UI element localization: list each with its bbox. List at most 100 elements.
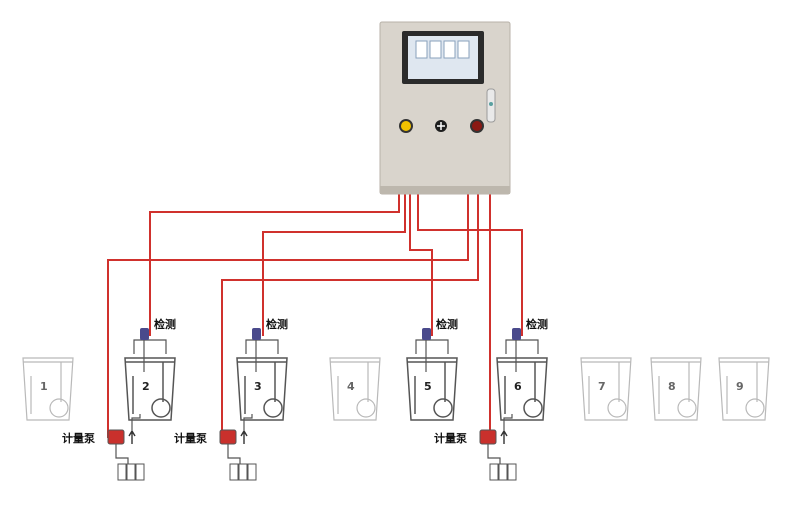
chemical-drum-icon	[507, 463, 517, 481]
impeller-icon	[356, 398, 376, 418]
selector-switch-knob-icon	[437, 122, 445, 130]
tank-3: 3	[236, 357, 288, 421]
cable-pump-3	[221, 194, 479, 438]
tank-5: 5	[406, 357, 458, 421]
tank-body	[718, 357, 770, 421]
screen-tile	[415, 40, 428, 59]
sensor-label: 检测	[154, 317, 176, 331]
screen-tile	[457, 40, 470, 59]
chemical-drum-icon	[229, 463, 239, 481]
tank-number: 2	[142, 380, 150, 393]
tank-2: 2	[124, 357, 176, 421]
tank-body	[580, 357, 632, 421]
cabinet-shadow	[380, 186, 510, 194]
chemical-drum-icon	[498, 463, 508, 481]
control-cabinet	[379, 21, 511, 195]
pump-label: 计量泵	[174, 431, 207, 445]
indicator-lamp-red	[470, 119, 484, 133]
impeller-icon	[49, 398, 69, 418]
screen-tiles	[415, 40, 470, 59]
tank-body	[22, 357, 74, 421]
tank-number: 8	[668, 380, 676, 393]
tank-body	[329, 357, 381, 421]
pump-icon	[479, 429, 497, 445]
dosing-line	[131, 414, 141, 430]
cable-sensor-5	[409, 194, 433, 336]
feed-pipe	[227, 444, 241, 464]
sensor-frame	[415, 339, 449, 354]
metering-pump-2: 计量泵	[62, 414, 145, 481]
metering-pump-3: 计量泵	[174, 414, 257, 481]
tank-number: 6	[514, 380, 522, 393]
impeller-icon	[263, 398, 283, 418]
tank-number: 5	[424, 380, 432, 393]
impeller-icon	[523, 398, 543, 418]
tank-body	[496, 357, 548, 421]
tank-number: 1	[40, 380, 48, 393]
impeller-icon	[433, 398, 453, 418]
cable-sensor-2	[149, 194, 400, 336]
cable-sensor-3	[262, 194, 406, 336]
cable-sensor-6	[417, 194, 523, 336]
cable-pump-2	[107, 194, 469, 438]
tank-number: 3	[254, 380, 262, 393]
tank-body	[650, 357, 702, 421]
feed-pipe	[487, 444, 501, 464]
tank-number: 7	[598, 380, 606, 393]
tank-6: 6	[496, 357, 548, 421]
screen-tile	[443, 40, 456, 59]
tank-number: 4	[347, 380, 355, 393]
sensor-frame	[505, 339, 539, 354]
tank-body	[236, 357, 288, 421]
indicator-lamp-yellow	[399, 119, 413, 133]
probe-icon	[512, 328, 521, 340]
tank-body	[406, 357, 458, 421]
impeller-icon	[745, 398, 765, 418]
tank-number: 9	[736, 380, 744, 393]
impeller-icon	[607, 398, 627, 418]
dosing-line	[243, 414, 253, 430]
sensor-frame	[245, 339, 279, 354]
tank-8: 8	[650, 357, 702, 421]
tank-7: 7	[580, 357, 632, 421]
up-arrow-icon	[128, 429, 136, 444]
impeller-icon	[677, 398, 697, 418]
impeller-icon	[151, 398, 171, 418]
chemical-drum-icon	[117, 463, 127, 481]
chemical-drum-icon	[247, 463, 257, 481]
screen-tile	[429, 40, 442, 59]
cable-group	[107, 194, 523, 438]
pump-label: 计量泵	[62, 431, 95, 445]
probe-icon	[140, 328, 149, 340]
tank-body	[124, 357, 176, 421]
up-arrow-icon	[500, 429, 508, 444]
probe-icon	[252, 328, 261, 340]
pump-label: 计量泵	[434, 431, 467, 445]
chemical-drum-icon	[238, 463, 248, 481]
chemical-drum-icon	[489, 463, 499, 481]
sensor-3: 检测	[245, 317, 288, 372]
sensor-6: 检测	[505, 317, 548, 372]
chemical-drum-icon	[126, 463, 136, 481]
tank-9: 9	[718, 357, 770, 421]
sensor-5: 检测	[415, 317, 458, 372]
sensor-label: 检测	[266, 317, 288, 331]
sensor-label: 检测	[526, 317, 548, 331]
metering-pump-6: 计量泵	[434, 414, 517, 481]
sensor-frame	[133, 339, 167, 354]
tank-4: 4	[329, 357, 381, 421]
tank-1: 1	[22, 357, 74, 421]
sensor-2: 检测	[133, 317, 176, 372]
sensor-label: 检测	[436, 317, 458, 331]
probe-icon	[422, 328, 431, 340]
pump-icon	[219, 429, 237, 445]
feed-pipe	[115, 444, 129, 464]
pump-icon	[107, 429, 125, 445]
handle-lock	[489, 102, 493, 106]
chemical-drum-icon	[135, 463, 145, 481]
up-arrow-icon	[240, 429, 248, 444]
dosing-line	[503, 414, 513, 430]
